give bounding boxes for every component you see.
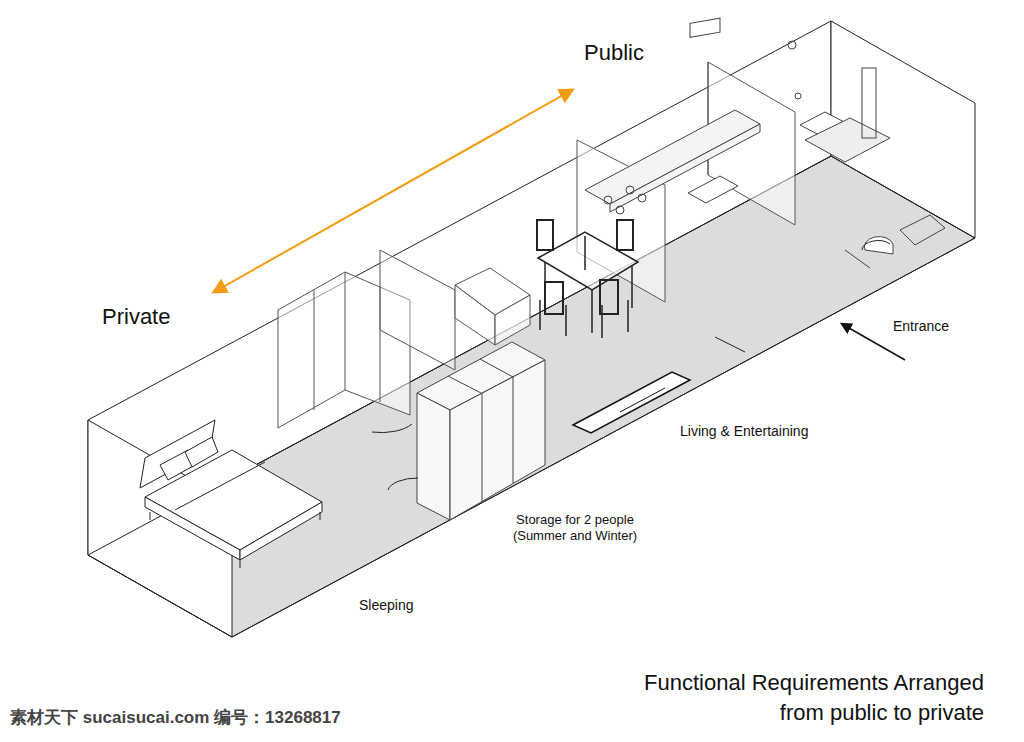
door-swing <box>372 241 890 490</box>
public-private-arrow <box>214 90 572 292</box>
sofa <box>455 268 530 345</box>
bed <box>140 420 322 568</box>
storage-cabinet <box>417 342 545 520</box>
area-label: Storage for 2 people (Summer and Winter) <box>500 512 650 543</box>
watermark: 素材天下 sucaisucai.com 编号：13268817 <box>10 708 341 728</box>
rug <box>573 372 690 433</box>
zone-label: Private <box>102 304 170 330</box>
entrance-label: Entrance <box>893 318 949 335</box>
caption: Functional Requirements Arranged from pu… <box>634 668 984 727</box>
bathroom-fixtures <box>788 41 945 268</box>
dining-table <box>537 220 638 338</box>
area-label: Living & Entertaining <box>680 423 808 440</box>
area-label: Sleeping <box>359 597 414 614</box>
kitchen-counter <box>585 18 760 214</box>
zone-label: Public <box>584 40 644 66</box>
back-wall <box>88 21 831 555</box>
